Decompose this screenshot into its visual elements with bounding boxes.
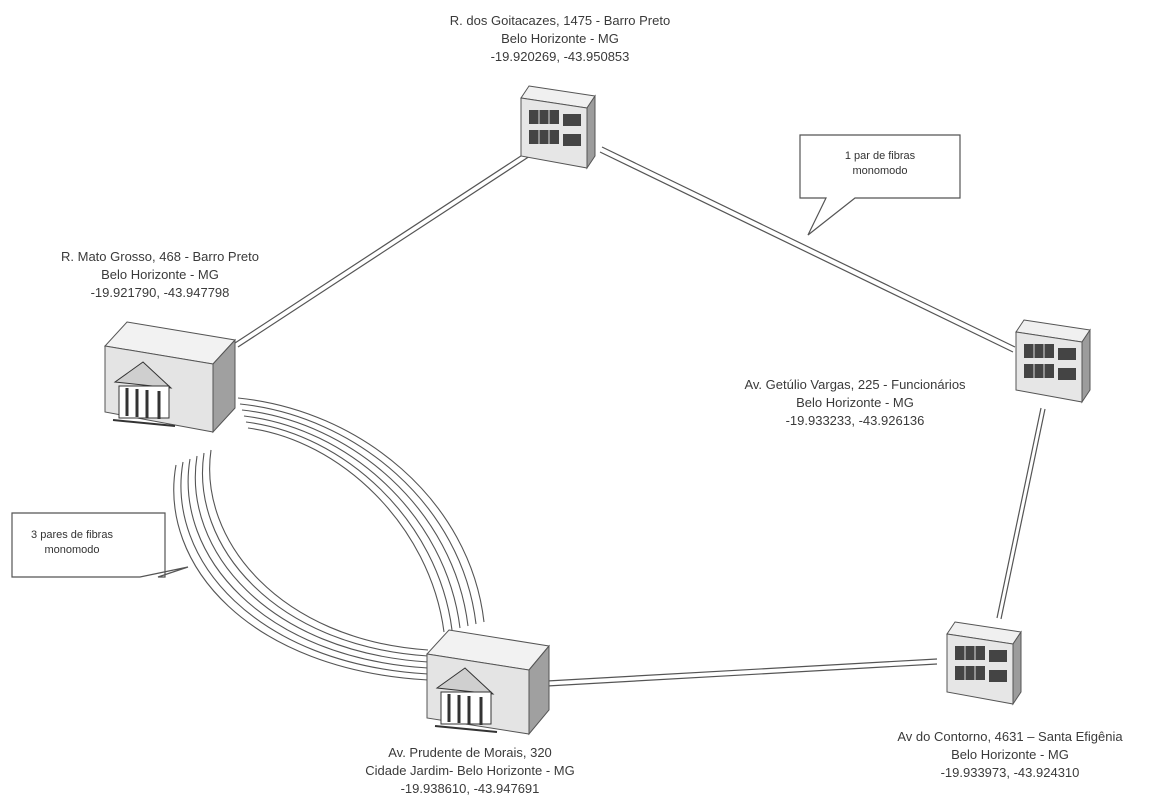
callout-line: monomodo <box>44 544 100 556</box>
datacenter-building-icon <box>104 321 236 434</box>
node-address: R. dos Goitacazes, 1475 - Barro Preto <box>449 13 671 28</box>
node-coordinates: -19.921790, -43.947798 <box>90 285 230 300</box>
callout-line: monomodo <box>852 165 908 177</box>
datacenter-building-icon <box>426 629 550 736</box>
node-address: Av. Getúlio Vargas, 225 - Funcionários <box>744 377 966 392</box>
node-city: Belo Horizonte - MG <box>101 267 219 282</box>
callout-single-pair-text: 1 par de fibras monomodo <box>800 149 960 179</box>
link-goitacazes-matogrosso <box>234 151 531 348</box>
node-city: Belo Horizonte - MG <box>501 31 619 46</box>
link-goitacazes-getulio <box>599 146 1016 353</box>
node-label-prudente: Av. Prudente de Morais, 320 Cidade Jardi… <box>315 744 625 798</box>
callout-line: 3 pares de fibras <box>31 529 113 541</box>
node-coordinates: -19.938610, -43.947691 <box>400 781 540 796</box>
node-address: Av. Prudente de Morais, 320 <box>388 745 552 760</box>
node-address: Av do Contorno, 4631 – Santa Efigênia <box>897 729 1123 744</box>
office-building-icon <box>520 85 596 170</box>
node-city: Belo Horizonte - MG <box>951 747 1069 762</box>
callout-three-pairs-shape <box>11 512 189 578</box>
node-coordinates: -19.920269, -43.950853 <box>490 49 630 64</box>
callout-line: 1 par de fibras <box>844 150 916 162</box>
node-city: Cidade Jardim- Belo Horizonte - MG <box>365 763 575 778</box>
link-matogrosso-prudente-bundle-upper <box>237 397 485 633</box>
link-matogrosso-prudente-bundle-lower <box>173 449 429 681</box>
node-label-mato-grosso: R. Mato Grosso, 468 - Barro Preto Belo H… <box>10 248 310 302</box>
node-city: Belo Horizonte - MG <box>796 395 914 410</box>
office-building-icon <box>1015 319 1091 404</box>
node-label-contorno: Av do Contorno, 4631 – Santa Efigênia Be… <box>857 728 1163 782</box>
node-address: R. Mato Grosso, 468 - Barro Preto <box>61 249 259 264</box>
link-prudente-contorno <box>546 658 938 687</box>
node-label-getulio-vargas: Av. Getúlio Vargas, 225 - Funcionários B… <box>700 376 1010 430</box>
link-getulio-contorno <box>996 407 1046 620</box>
office-building-icon <box>946 621 1022 706</box>
node-coordinates: -19.933233, -43.926136 <box>785 413 925 428</box>
node-label-goitacazes: R. dos Goitacazes, 1475 - Barro Preto Be… <box>405 12 715 66</box>
callout-three-pairs-text: 3 pares de fibras monomodo <box>12 528 132 558</box>
callout-single-pair-shape <box>799 134 961 236</box>
node-coordinates: -19.933973, -43.924310 <box>940 765 1080 780</box>
